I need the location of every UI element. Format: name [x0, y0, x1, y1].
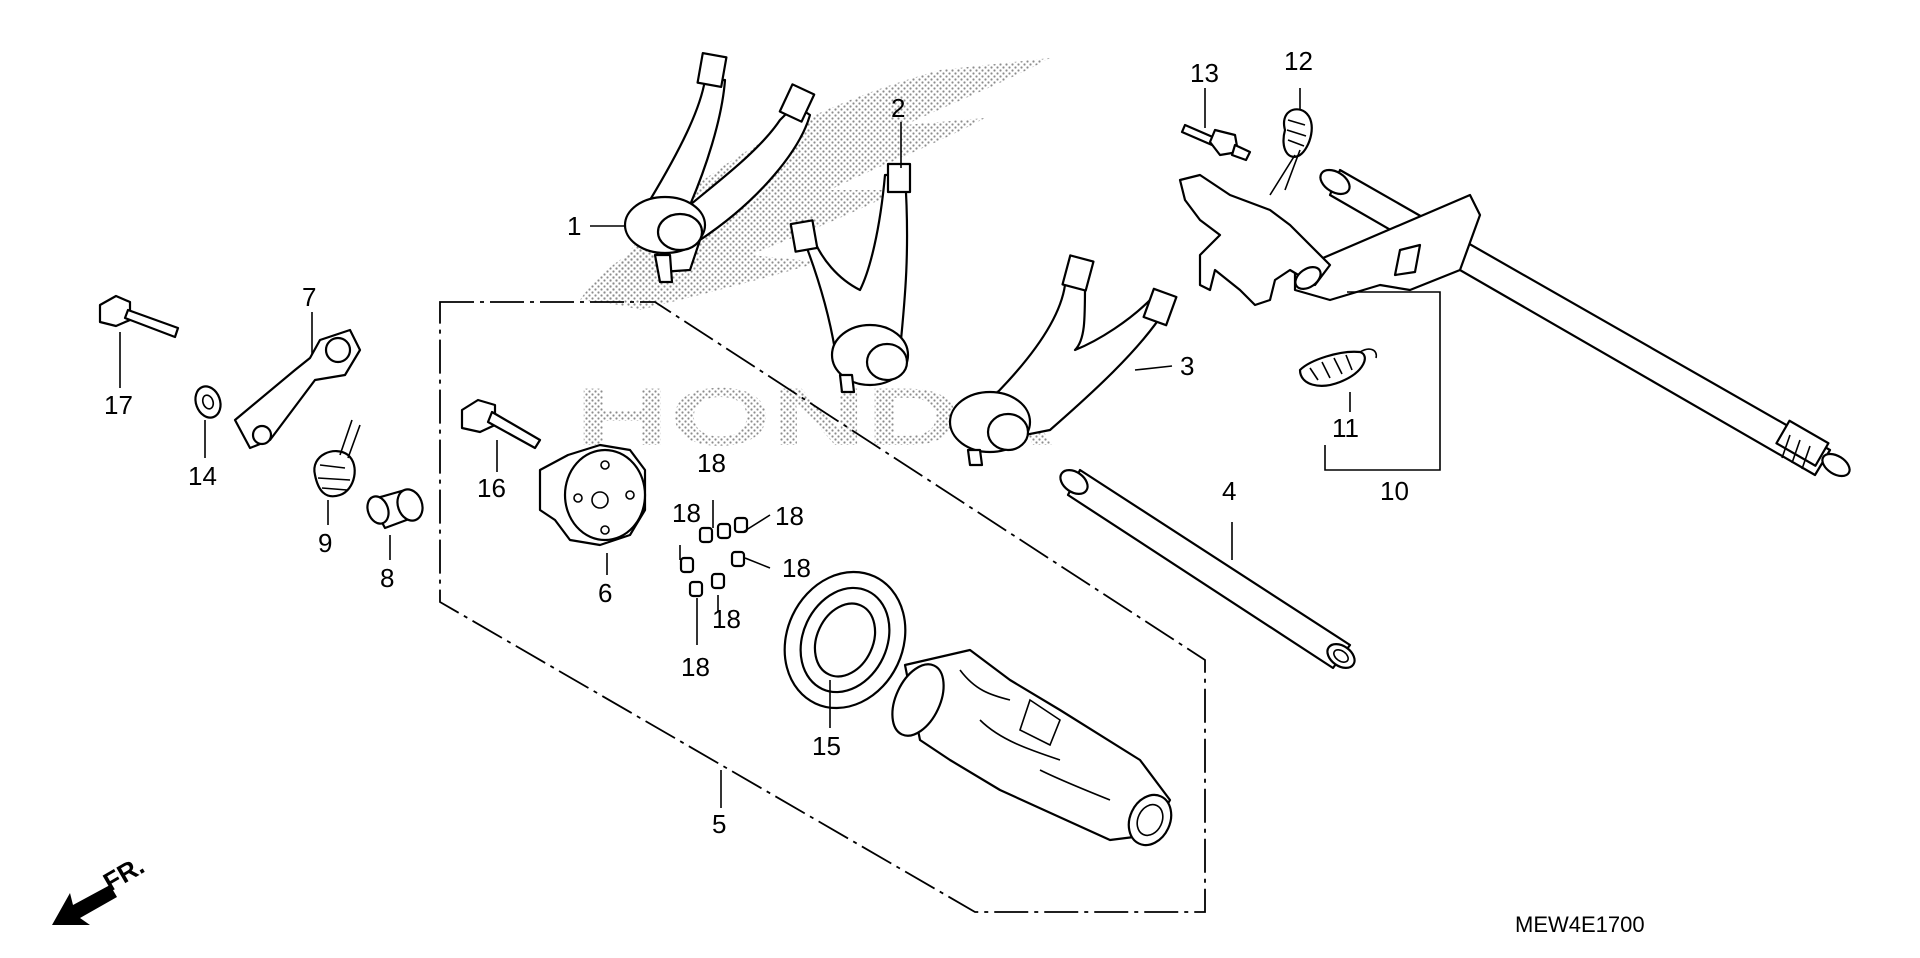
callout-18d: 18	[782, 553, 811, 583]
bolt-13	[1180, 123, 1252, 162]
pins-18	[679, 516, 749, 598]
callout-18e: 18	[712, 604, 741, 634]
diagram-code: MEW4E1700	[1515, 912, 1645, 937]
washer-14	[194, 385, 222, 419]
return-spring-11	[1298, 348, 1378, 387]
bearing-15	[783, 570, 907, 710]
stopper-arm-7	[233, 328, 362, 450]
gearshift-spindle-10	[1293, 168, 1851, 478]
spring-9	[313, 419, 361, 498]
callout-12: 12	[1284, 46, 1313, 76]
callout-6: 6	[598, 578, 612, 608]
callout-13: 13	[1190, 58, 1219, 88]
callout-14: 14	[188, 461, 217, 491]
shift-fork-2	[789, 162, 912, 394]
callout-18b: 18	[775, 501, 804, 531]
callout-9: 9	[318, 528, 332, 558]
drum-center-6	[538, 443, 647, 547]
bolt-16	[460, 398, 542, 450]
callout-7: 7	[302, 282, 316, 312]
shift-fork-3	[948, 254, 1178, 467]
spring-12	[1269, 108, 1313, 196]
callout-1: 1	[567, 211, 581, 241]
callout-18c: 18	[672, 498, 701, 528]
callout-18a: 18	[697, 448, 726, 478]
leader-lines	[119, 88, 1441, 808]
shift-fork-1	[623, 52, 816, 284]
front-arrow-icon: FR.	[52, 850, 149, 925]
callouts: 1 2 3 4 5 6 7 8 9 10 11 12 13 14 15 16 1…	[104, 46, 1409, 839]
callout-8: 8	[380, 563, 394, 593]
callout-15: 15	[812, 731, 841, 761]
callout-5: 5	[712, 809, 726, 839]
callout-3: 3	[1180, 351, 1194, 381]
callout-10: 10	[1380, 476, 1409, 506]
callout-16: 16	[477, 473, 506, 503]
shift-arm	[1178, 173, 1332, 307]
shift-drum	[891, 648, 1173, 847]
callout-4: 4	[1222, 476, 1236, 506]
callout-17: 17	[104, 390, 133, 420]
callout-18f: 18	[681, 652, 710, 682]
collar-8	[366, 488, 424, 530]
callout-11: 11	[1332, 413, 1359, 443]
callout-2: 2	[891, 93, 905, 123]
fork-shaft-4	[1059, 468, 1356, 670]
assembly-5-boundary	[439, 301, 1206, 913]
bolt-17	[98, 294, 180, 339]
